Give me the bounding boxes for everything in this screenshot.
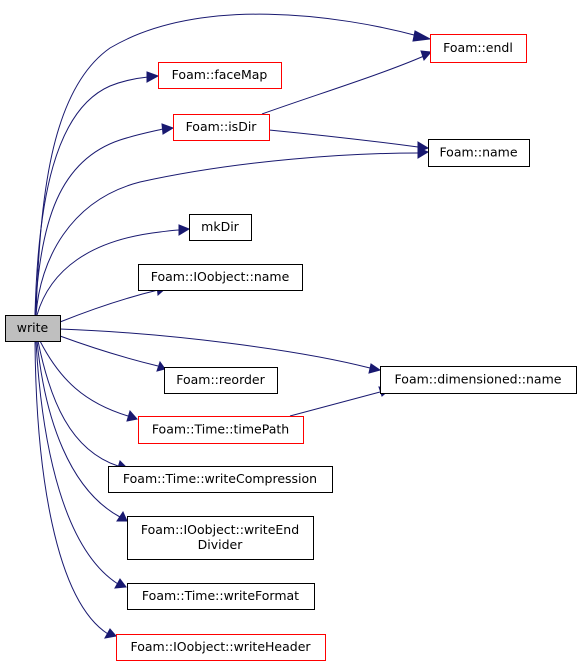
node-box — [164, 367, 278, 394]
node-reorder: Foam::reorder — [164, 367, 278, 394]
edge-write-to-writeEndDivider — [36, 340, 128, 522]
edge-line — [261, 55, 425, 115]
node-isDir[interactable]: Foam::isDir — [173, 114, 270, 141]
node-writeCompression: Foam::Time::writeCompression — [108, 466, 333, 493]
edge-line — [268, 129, 419, 148]
node-ioname: Foam::IOobject::name — [138, 264, 303, 291]
edge-write-to-writeHeader — [34, 340, 117, 639]
node-box — [380, 366, 577, 394]
edge-arrowhead — [178, 224, 191, 236]
edge-line — [34, 340, 109, 635]
edge-arrowhead — [420, 50, 433, 61]
node-label: Divider — [198, 537, 244, 552]
edge-line — [34, 76, 149, 316]
node-box — [430, 34, 527, 63]
edge-write-to-reorder — [59, 335, 166, 372]
node-writeFormat: Foam::Time::writeFormat — [127, 583, 315, 610]
edge-write-to-writeFormat — [35, 340, 127, 589]
edge-arrowhead — [126, 409, 138, 422]
node-label: mkDir — [201, 219, 240, 234]
edge-write-to-endl — [35, 13, 432, 316]
edge-write-to-dimname — [59, 328, 382, 374]
node-label: Foam::Time::writeFormat — [142, 588, 299, 603]
node-label: Foam::faceMap — [172, 67, 268, 82]
node-box — [428, 139, 530, 167]
edge-line — [36, 229, 180, 316]
node-box — [173, 114, 270, 141]
nodes-layer: write Foam::endlFoam::faceMapFoam::isDirF… — [5, 34, 577, 661]
node-label: Foam::endl — [443, 40, 513, 55]
node-box — [108, 466, 333, 493]
edge-arrowhead — [412, 30, 432, 42]
node-box — [138, 264, 303, 291]
node-name: Foam::name — [428, 139, 530, 167]
node-box — [138, 416, 304, 444]
node-label: Foam::IOobject::writeHeader — [130, 639, 311, 654]
node-box — [5, 315, 61, 342]
node-box — [116, 634, 326, 661]
edge-arrowhead — [368, 363, 382, 374]
node-label: Foam::isDir — [186, 119, 258, 134]
node-mkDir: mkDir — [189, 214, 252, 241]
edge-arrowhead — [146, 71, 160, 83]
edge-line — [39, 340, 129, 417]
edge-arrowhead — [156, 360, 166, 372]
edge-timePath-to-dimname — [289, 386, 392, 417]
node-writeHeader[interactable]: Foam::IOobject::writeHeader — [116, 634, 326, 661]
edge-line — [35, 13, 419, 316]
node-faceMap[interactable]: Foam::faceMap — [158, 62, 282, 89]
edge-line — [34, 128, 164, 316]
edge-arrowhead — [161, 123, 175, 135]
edge-isDir-to-name — [268, 129, 430, 153]
edge-isDir-to-endl — [261, 50, 433, 115]
edges-layer — [34, 13, 433, 639]
node-label: Foam::Time::timePath — [152, 422, 289, 437]
node-label: Foam::Time::writeCompression — [123, 471, 317, 486]
node-label: Foam::reorder — [176, 372, 265, 387]
edge-line — [59, 328, 371, 369]
edge-line — [59, 289, 159, 323]
edge-write-to-timePath — [39, 340, 138, 422]
node-label: Foam::dimensioned::name — [395, 372, 562, 387]
node-box — [127, 583, 315, 610]
node-label: Foam::name — [439, 145, 517, 160]
node-endl[interactable]: Foam::endl — [430, 34, 527, 63]
edge-write-to-isDir — [34, 123, 175, 316]
node-box — [158, 62, 282, 89]
node-label: write — [17, 320, 49, 335]
edge-line — [59, 335, 159, 367]
edge-arrowhead — [104, 628, 117, 639]
edge-line — [37, 340, 119, 467]
edge-arrowhead — [114, 578, 127, 589]
node-label: Foam::IOobject::writeEnd — [141, 522, 299, 537]
edge-line — [35, 152, 419, 316]
node-dimname: Foam::dimensioned::name — [380, 366, 577, 394]
edge-write-to-mkDir — [36, 224, 191, 316]
node-timePath[interactable]: Foam::Time::timePath — [138, 416, 304, 444]
edge-arrowhead — [417, 141, 430, 153]
edge-line — [35, 340, 119, 585]
edge-write-to-faceMap — [34, 71, 160, 316]
node-write: write — [5, 315, 61, 342]
edge-line — [289, 391, 381, 417]
node-box — [127, 516, 314, 560]
edge-arrowhead — [116, 510, 128, 522]
node-box — [189, 214, 252, 241]
node-label: Foam::IOobject::name — [151, 269, 290, 284]
edge-line — [36, 340, 121, 518]
